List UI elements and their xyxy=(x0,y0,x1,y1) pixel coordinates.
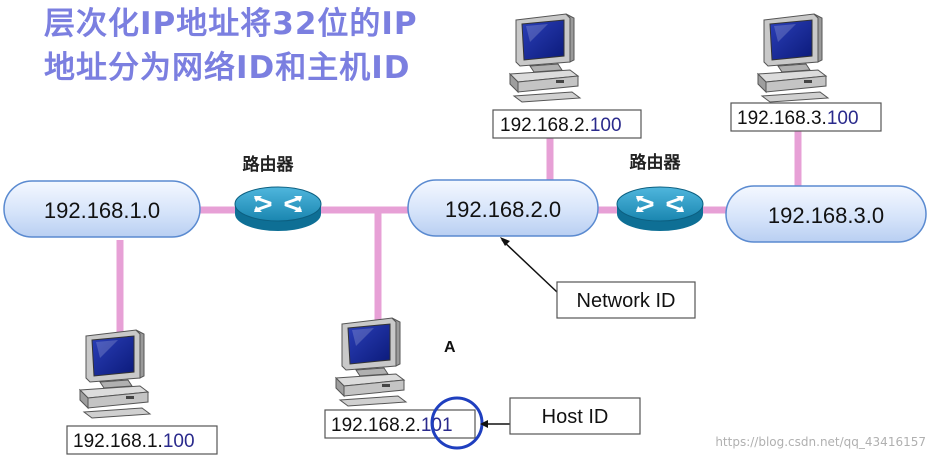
host-id-callout: Host ID xyxy=(480,397,641,435)
computer-icon-host1 xyxy=(79,329,151,419)
router-icon xyxy=(615,185,705,233)
network-label-net1: 192.168.1.0 xyxy=(44,198,160,223)
svg-text:192.168.1.100: 192.168.1.100 xyxy=(73,431,195,452)
ip-network-part: 192.168.3. xyxy=(737,108,827,129)
callout-arrow-line xyxy=(501,239,558,293)
host-id-label: Host ID xyxy=(542,406,609,428)
network-id-callout: Network ID xyxy=(500,237,696,319)
watermark-url: https://blog.csdn.net/qq_43416157 xyxy=(715,435,926,449)
network-cloud-net3: 192.168.3.0 xyxy=(725,185,927,243)
host-a-label: A xyxy=(444,339,456,356)
ip-box-host1: 192.168.1.100 xyxy=(66,425,218,455)
router-1: 路由器 xyxy=(233,154,323,233)
network-links xyxy=(116,127,802,355)
network-label-net3: 192.168.3.0 xyxy=(768,203,884,228)
arrow-head-icon xyxy=(500,237,510,246)
router-2: 路由器 xyxy=(615,152,705,233)
svg-text:192.168.3.100: 192.168.3.100 xyxy=(737,108,859,129)
computer-icon-hostA xyxy=(335,317,407,407)
ip-host-part: 100 xyxy=(163,431,195,452)
ip-network-part: 192.168.2. xyxy=(500,115,590,136)
ip-network-part: 192.168.1. xyxy=(73,431,163,452)
ip-host-part: 100 xyxy=(590,115,622,136)
title-line-2: 地址分为网络ID和主机ID xyxy=(44,50,411,86)
computer-icon-host3 xyxy=(757,13,829,103)
svg-text:192.168.2.101: 192.168.2.101 xyxy=(331,415,453,436)
router-icon xyxy=(233,185,323,233)
ip-host-part: 100 xyxy=(827,108,859,129)
ip-host-part: 101 xyxy=(421,415,453,436)
slide-title: 层次化IP地址将32位的IP 地址分为网络ID和主机ID xyxy=(44,2,418,90)
router-2-label: 路由器 xyxy=(630,152,682,173)
ip-network-part: 192.168.2. xyxy=(331,415,421,436)
ip-box-host3: 192.168.3.100 xyxy=(730,102,882,132)
network-id-label: Network ID xyxy=(577,290,676,312)
ip-box-hostA: 192.168.2.101 xyxy=(324,409,476,439)
computer-icon-host2 xyxy=(509,13,581,103)
network-label-net2: 192.168.2.0 xyxy=(445,197,561,222)
arrow-head-icon xyxy=(480,420,488,428)
title-line-1: 层次化IP地址将32位的IP xyxy=(44,6,418,42)
router-1-label: 路由器 xyxy=(243,154,295,175)
svg-text:192.168.2.100: 192.168.2.100 xyxy=(500,115,622,136)
ip-box-host2: 192.168.2.100 xyxy=(492,109,642,139)
network-cloud-net1: 192.168.1.0 xyxy=(3,180,201,238)
network-cloud-net2: 192.168.2.0 xyxy=(407,179,599,237)
